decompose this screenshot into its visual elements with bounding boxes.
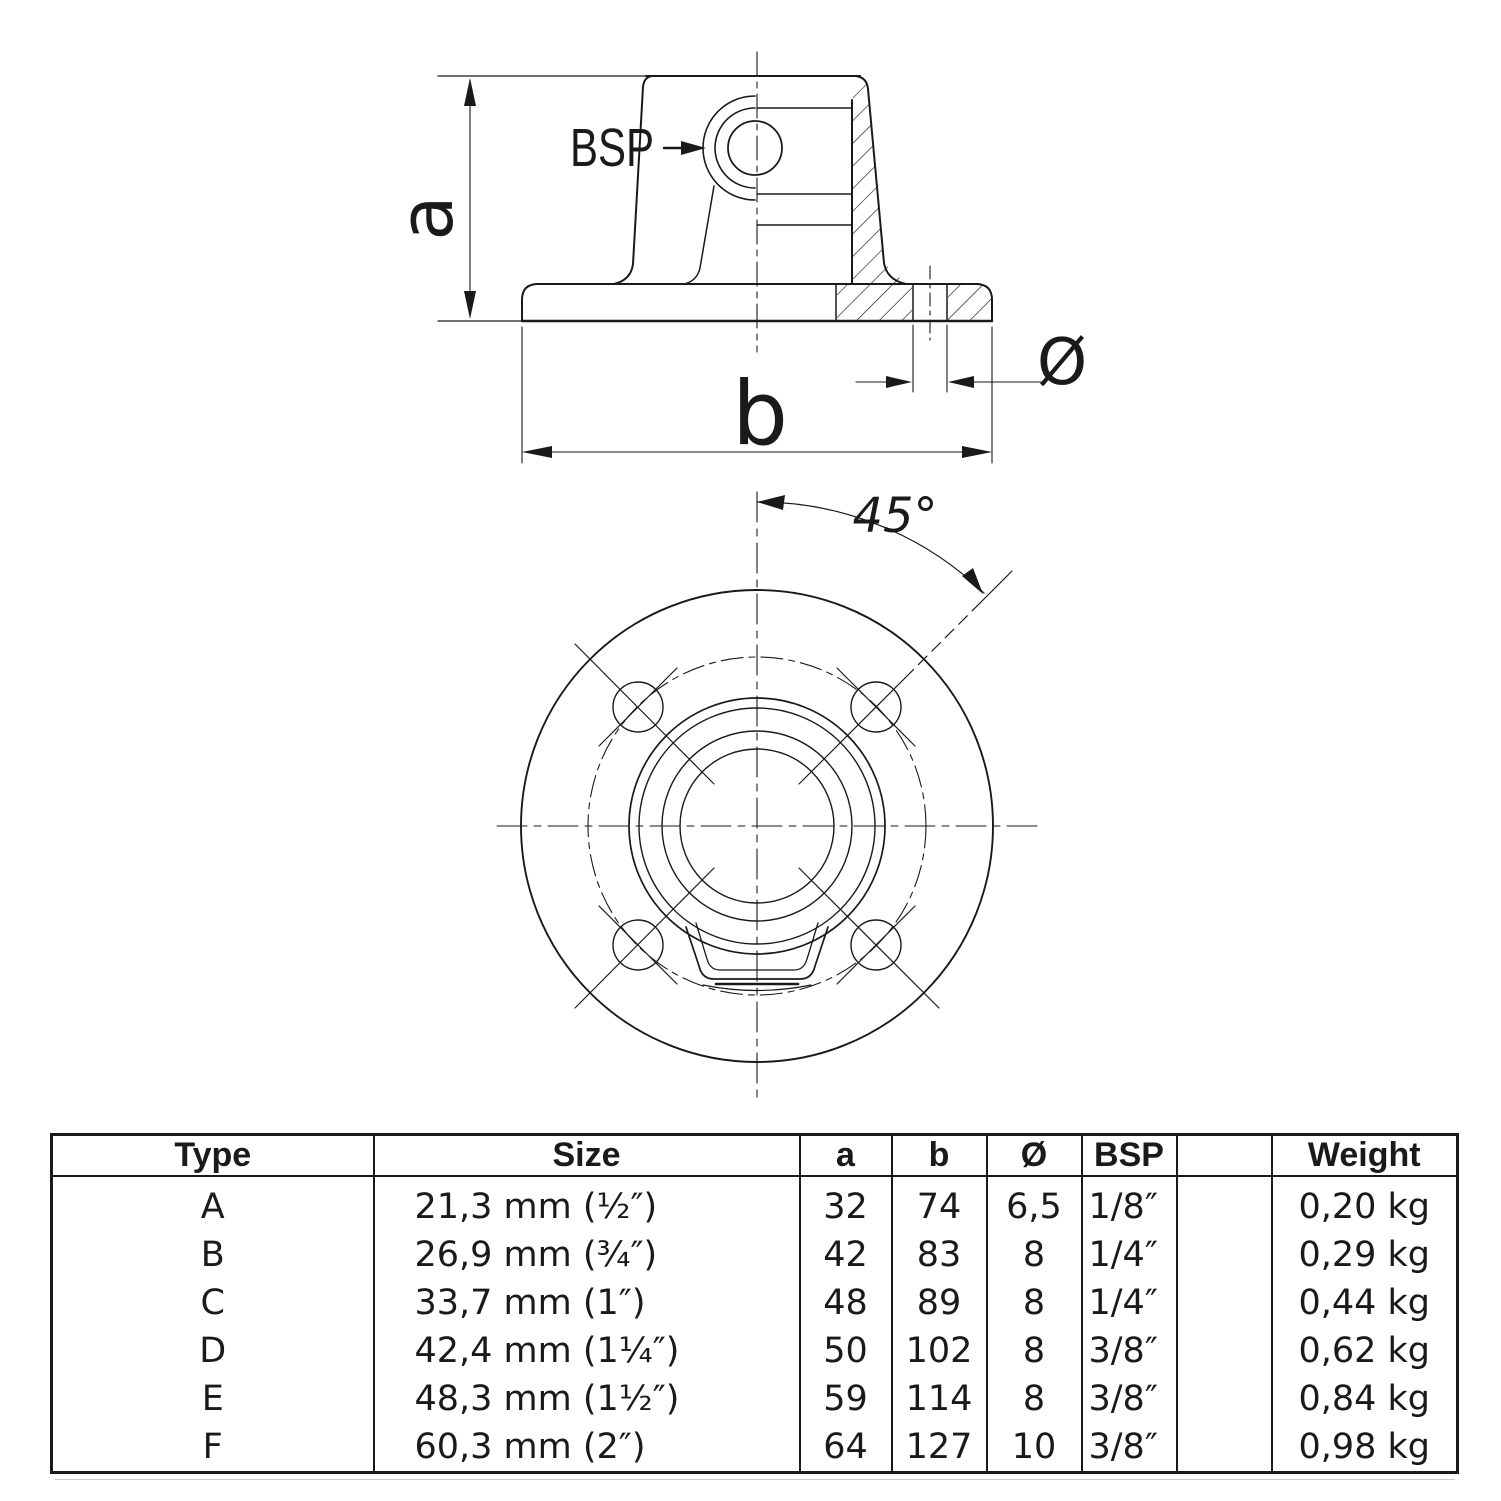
page-bottom-shadow-line xyxy=(55,1479,1455,1480)
cell-type: B xyxy=(50,1231,375,1279)
cell-weight: 0,44 kg xyxy=(1270,1279,1459,1327)
cell-size: 26,9 mm (¾″) xyxy=(372,1231,801,1279)
table-row: B 26,9 mm (¾″) 42 83 8 1/4″ 0,29 kg xyxy=(50,1231,1459,1279)
spec-table: Type Size a b Ø BSP Weight A 21,3 mm (½″… xyxy=(50,1133,1459,1474)
cell-b: 83 xyxy=(890,1231,988,1279)
dimension-diameter: Ø xyxy=(855,324,1087,400)
cell-b: 74 xyxy=(890,1176,988,1231)
base-left-corner xyxy=(521,283,539,301)
cell-a: 48 xyxy=(798,1279,893,1327)
header-weight: Weight xyxy=(1270,1134,1459,1177)
cell-weight: 0,20 kg xyxy=(1270,1176,1459,1231)
cell-diameter: 8 xyxy=(985,1231,1083,1279)
table-row: D 42,4 mm (1¼″) 50 102 8 3/8″ 0,62 kg xyxy=(50,1327,1459,1375)
cell-a: 32 xyxy=(798,1176,893,1231)
side-view: a b Ø BSP xyxy=(384,51,1087,465)
cell-a: 64 xyxy=(798,1423,893,1473)
cell-a: 42 xyxy=(798,1231,893,1279)
dim-b-label: b xyxy=(732,362,788,465)
bolt-hole-top-left xyxy=(612,681,664,733)
header-type: Type xyxy=(50,1134,375,1177)
cell-spare xyxy=(1175,1231,1273,1279)
cell-weight: 0,62 kg xyxy=(1270,1327,1459,1375)
dim-diameter-label: Ø xyxy=(1037,326,1087,400)
top-view: 45° xyxy=(496,488,1041,1101)
angle-label: 45° xyxy=(852,488,937,544)
bolt-hole-bottom-right xyxy=(850,919,902,971)
bolt-hole-bottom-left xyxy=(612,919,664,971)
cell-diameter: 6,5 xyxy=(985,1176,1083,1231)
table-header-row: Type Size a b Ø BSP Weight xyxy=(50,1134,1459,1177)
table-row: C 33,7 mm (1″) 48 89 8 1/4″ 0,44 kg xyxy=(50,1279,1459,1327)
cell-bsp: 3/8″ xyxy=(1080,1423,1178,1473)
section-hatching xyxy=(837,82,991,320)
cell-diameter: 8 xyxy=(985,1279,1083,1327)
clamp-slot xyxy=(685,922,829,992)
cell-weight: 0,84 kg xyxy=(1270,1375,1459,1423)
cell-size: 48,3 mm (1½″) xyxy=(372,1375,801,1423)
cell-spare xyxy=(1175,1327,1273,1375)
dimension-45-degrees: 45° xyxy=(756,488,985,594)
bolt-hole-top-right xyxy=(850,681,902,733)
cell-b: 127 xyxy=(890,1423,988,1473)
cell-b: 89 xyxy=(890,1279,988,1327)
table-row: E 48,3 mm (1½″) 59 114 8 3/8″ 0,84 kg xyxy=(50,1375,1459,1423)
cell-diameter: 8 xyxy=(985,1327,1083,1375)
technical-drawing: a b Ø BSP xyxy=(384,51,1087,1101)
cell-type: A xyxy=(50,1176,375,1231)
header-bsp: BSP xyxy=(1080,1134,1178,1177)
cell-diameter: 10 xyxy=(985,1423,1083,1473)
table-row: F 60,3 mm (2″) 64 127 10 3/8″ 0,98 kg xyxy=(50,1423,1459,1473)
cell-spare xyxy=(1175,1375,1273,1423)
cell-bsp: 1/4″ xyxy=(1080,1231,1178,1279)
header-a: a xyxy=(798,1134,893,1177)
cell-size: 42,4 mm (1¼″) xyxy=(372,1327,801,1375)
header-spare xyxy=(1175,1134,1273,1177)
cell-bsp: 1/4″ xyxy=(1080,1279,1178,1327)
cell-bsp: 1/8″ xyxy=(1080,1176,1178,1231)
cell-a: 59 xyxy=(798,1375,893,1423)
cell-type: F xyxy=(50,1423,375,1473)
dimension-b: b xyxy=(521,326,993,465)
header-size: Size xyxy=(372,1134,801,1177)
bsp-callout: BSP xyxy=(570,118,706,178)
cell-type: D xyxy=(50,1327,375,1375)
cell-type: E xyxy=(50,1375,375,1423)
cell-weight: 0,29 kg xyxy=(1270,1231,1459,1279)
dimension-a: a xyxy=(384,78,476,319)
boss-left-outline xyxy=(613,75,653,285)
cell-size: 33,7 mm (1″) xyxy=(372,1279,801,1327)
socket-arc-outer xyxy=(702,95,756,201)
header-diameter: Ø xyxy=(985,1134,1083,1177)
header-b: b xyxy=(890,1134,988,1177)
cell-spare xyxy=(1175,1176,1273,1231)
cell-spare xyxy=(1175,1423,1273,1473)
cell-size: 60,3 mm (2″) xyxy=(372,1423,801,1473)
cell-b: 102 xyxy=(890,1327,988,1375)
socket-arc-mid xyxy=(714,107,756,189)
boss-left-inner-line xyxy=(683,185,715,285)
cell-bsp: 3/8″ xyxy=(1080,1327,1178,1375)
cell-size: 21,3 mm (½″) xyxy=(372,1176,801,1231)
table-row: A 21,3 mm (½″) 32 74 6,5 1/8″ 0,20 kg xyxy=(50,1176,1459,1231)
dim-a-label: a xyxy=(384,195,470,240)
diagonal-centerlines xyxy=(574,570,1013,1009)
cell-diameter: 8 xyxy=(985,1375,1083,1423)
cell-b: 114 xyxy=(890,1375,988,1423)
cell-bsp: 3/8″ xyxy=(1080,1375,1178,1423)
cell-spare xyxy=(1175,1279,1273,1327)
cell-a: 50 xyxy=(798,1327,893,1375)
cell-type: C xyxy=(50,1279,375,1327)
cell-weight: 0,98 kg xyxy=(1270,1423,1459,1473)
bsp-label: BSP xyxy=(570,118,654,178)
socket-hole-circle xyxy=(727,120,783,176)
